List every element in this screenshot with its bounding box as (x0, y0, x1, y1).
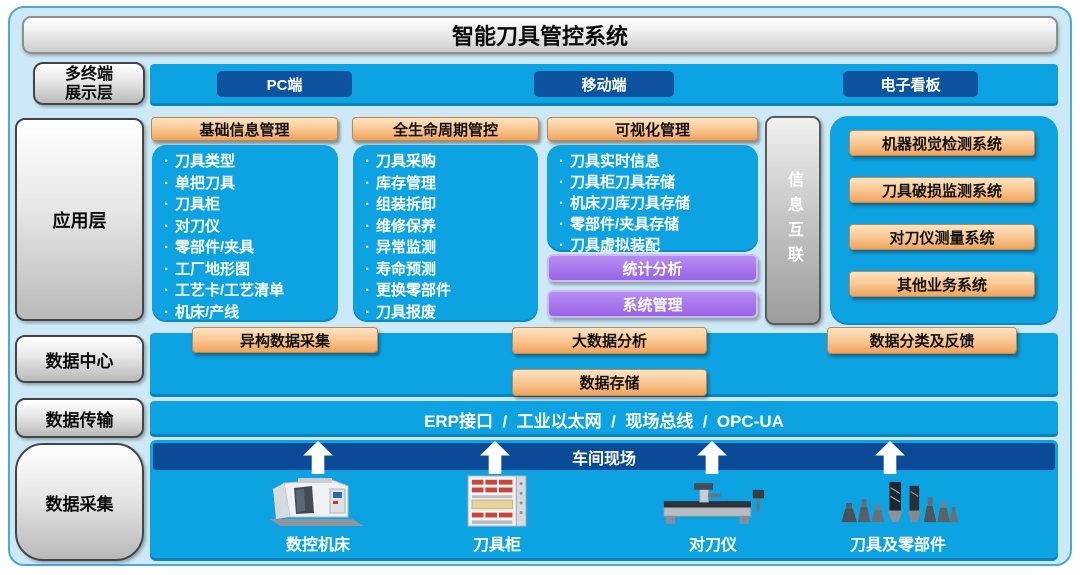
list-item: 对刀仪 (162, 216, 338, 238)
node-big-data-analysis-text: 大数据分析 (571, 333, 647, 350)
workshop-bar: 车间现场 (153, 443, 1055, 470)
external-system-presetter-text: 对刀仪测量系统 (889, 229, 995, 247)
layer-label-display-line2: 展示层 (64, 84, 113, 102)
list-item: 刀具虚拟装配 (557, 235, 758, 256)
layer-label-display-line1: 多终端 (64, 65, 113, 83)
basic-info-item-list: 刀具类型 单把刀具 刀具柜 对刀仪 零部件/夹具 工厂地形图 工艺卡/工艺清单 … (152, 145, 338, 323)
list-item: 组装拆卸 (363, 194, 538, 216)
tool-cabinet-image (467, 475, 527, 527)
external-system-other-text: 其他业务系统 (896, 276, 987, 294)
list-item: 刀具柜 (162, 194, 338, 216)
column-header-basic-info-text: 基础信息管理 (199, 121, 290, 139)
external-system-vision: 机器视觉检测系统 (849, 130, 1035, 156)
list-item: 寿命预测 (363, 259, 538, 281)
device-label-cnc: 数控机床 (285, 537, 351, 554)
layer-label-data-transfer: 数据传输 (15, 398, 144, 438)
list-item: 异常监测 (363, 237, 538, 259)
visualization-item-list: 刀具实时信息 刀具柜刀具存储 机床刀库刀具存储 零部件/夹具存储 刀具虚拟装配 (547, 145, 758, 256)
module-system-management: 系统管理 (547, 290, 758, 318)
module-system-management-text: 系统管理 (622, 296, 683, 314)
external-system-breakage: 刀具破损监测系统 (849, 177, 1035, 203)
list-item: 更换零部件 (363, 280, 538, 302)
node-big-data-analysis: 大数据分析 (512, 327, 707, 354)
node-heterogeneous-collection: 异构数据采集 (192, 327, 378, 353)
info-link-text: 信息互联 (785, 170, 802, 271)
node-heterogeneous-collection-text: 异构数据采集 (239, 332, 330, 350)
column-header-basic-info: 基础信息管理 (151, 117, 338, 141)
module-statistics-text: 统计分析 (622, 260, 683, 278)
layer-label-data-collection: 数据采集 (15, 443, 144, 561)
list-item: 零部件/夹具 (162, 237, 338, 259)
external-system-other: 其他业务系统 (849, 271, 1035, 297)
external-system-presetter: 对刀仪测量系统 (849, 224, 1035, 250)
external-system-vision-text: 机器视觉检测系统 (881, 135, 1002, 153)
column-header-lifecycle-text: 全生命周期管控 (392, 121, 498, 139)
lifecycle-item-list: 刀具采购 库存管理 组装拆卸 维修保养 异常监测 寿命预测 更换零部件 刀具报废 (353, 145, 538, 323)
node-data-storage: 数据存储 (512, 369, 707, 396)
terminal-mobile-label: 移动端 (581, 76, 627, 94)
layer-label-display: 多终端 展示层 (33, 62, 145, 105)
list-item: 单把刀具 (162, 173, 338, 195)
protocols-text: ERP接口 / 工业以太网 / 现场总线 / OPC-UA (424, 411, 784, 431)
system-title-text: 智能刀具管控系统 (451, 24, 628, 49)
layer-label-data-center: 数据中心 (15, 335, 144, 383)
device-label-cabinet: 刀具柜 (472, 537, 522, 554)
device-label-tools: 刀具及零部件 (849, 537, 947, 554)
data-transfer-band (150, 401, 1058, 437)
workshop-bar-text: 车间现场 (571, 450, 636, 468)
layer-label-data-center-text: 数据中心 (45, 351, 114, 371)
list-item: 刀具报废 (363, 302, 538, 324)
external-system-breakage-text: 刀具破损监测系统 (881, 182, 1002, 200)
list-item: 维修保养 (363, 216, 538, 238)
list-item: 刀具柜刀具存储 (557, 172, 758, 193)
system-title: 智能刀具管控系统 (22, 16, 1058, 54)
cnc-machine-image (270, 478, 364, 526)
info-link-bar: 信息互联 (765, 116, 821, 325)
terminal-kanban: 电子看板 (843, 71, 978, 97)
column-header-visualization: 可视化管理 (547, 117, 758, 141)
layer-label-application: 应用层 (15, 118, 144, 321)
list-item: 机床刀库刀具存储 (557, 193, 758, 214)
column-panel-basic-info: 刀具类型 单把刀具 刀具柜 对刀仪 零部件/夹具 工厂地形图 工艺卡/工艺清单 … (152, 145, 338, 322)
list-item: 刀具实时信息 (557, 151, 758, 172)
list-item: 机床/产线 (162, 302, 338, 324)
list-item: 库存管理 (363, 173, 538, 195)
node-data-classification-text: 数据分类及反馈 (869, 333, 975, 350)
column-header-visualization-text: 可视化管理 (614, 121, 690, 139)
column-panel-lifecycle: 刀具采购 库存管理 组装拆卸 维修保养 异常监测 寿命预测 更换零部件 刀具报废 (353, 145, 538, 322)
layer-label-data-collection-text: 数据采集 (45, 494, 114, 514)
terminal-pc-label: PC端 (266, 76, 303, 94)
module-statistics: 统计分析 (547, 254, 758, 282)
terminal-pc: PC端 (217, 71, 352, 97)
list-item: 刀具类型 (162, 151, 338, 173)
tools-and-parts-image (841, 481, 959, 523)
layer-label-data-transfer-text: 数据传输 (45, 410, 114, 430)
terminal-mobile: 移动端 (534, 71, 674, 97)
layer-label-application-text: 应用层 (52, 210, 107, 231)
column-header-lifecycle: 全生命周期管控 (352, 117, 539, 141)
list-item: 工艺卡/工艺清单 (162, 280, 338, 302)
tool-presetter-image (663, 483, 765, 524)
list-item: 工厂地形图 (162, 259, 338, 281)
terminal-kanban-label: 电子看板 (880, 76, 941, 94)
node-data-storage-text: 数据存储 (579, 375, 640, 392)
device-label-presetter: 对刀仪 (688, 537, 738, 554)
list-item: 零部件/夹具存储 (557, 214, 758, 235)
node-data-classification: 数据分类及反馈 (827, 327, 1017, 354)
list-item: 刀具采购 (363, 151, 538, 173)
column-panel-visualization: 刀具实时信息 刀具柜刀具存储 机床刀库刀具存储 零部件/夹具存储 刀具虚拟装配 (547, 145, 758, 254)
